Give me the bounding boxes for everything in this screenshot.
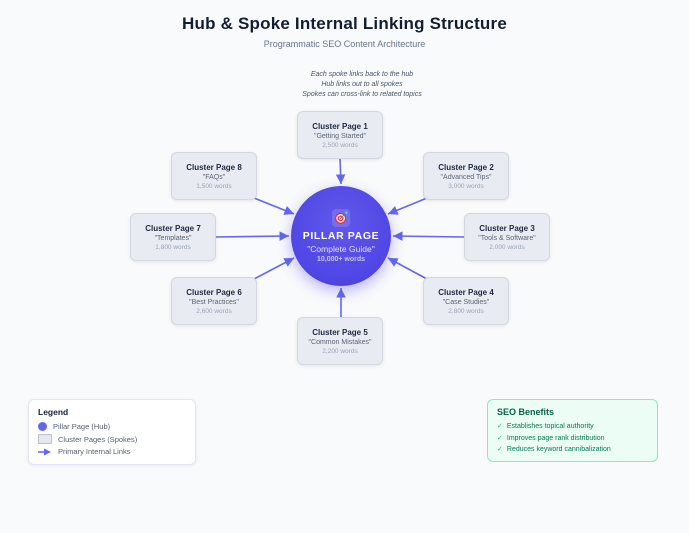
legend-label: Cluster Pages (Spokes)	[58, 434, 138, 444]
legend-panel: Legend Pillar Page (Hub) Cluster Pages (…	[28, 399, 196, 465]
cluster-topic: "Templates"	[154, 234, 192, 242]
arrow-cluster1-to-hub	[335, 157, 346, 185]
benefit-label: Establishes topical authority	[506, 423, 594, 430]
legend-title: Legend	[38, 407, 69, 417]
benefit-item: ✓ Establishes topical authority	[497, 422, 648, 430]
cluster-title: Cluster Page 1	[312, 121, 368, 131]
check-icon: ✓	[497, 434, 503, 442]
cluster-topic: "Getting Started"	[313, 132, 367, 140]
cluster-box-2: Cluster Page 2 "Advanced Tips" 3,000 wor…	[423, 152, 509, 200]
benefit-label: Reduces keyword cannibalization	[506, 446, 611, 453]
cluster-box-8: Cluster Page 8 "FAQs" 1,500 words	[171, 152, 257, 200]
arrow-cluster7-to-hub	[215, 231, 290, 241]
benefits-title: SEO Benefits	[497, 407, 555, 417]
arrow-cluster2-to-hub	[387, 197, 428, 215]
note-line: Each spoke links back to the hub	[310, 71, 414, 78]
cluster-topic: "Best Practices"	[189, 298, 239, 306]
arrow-cluster3-to-hub	[392, 231, 465, 241]
arrow-cluster6-to-hub	[253, 257, 295, 280]
note-line: Hub links out to all spokes	[321, 81, 403, 89]
cluster-box-1: Cluster Page 1 "Getting Started" 2,500 w…	[297, 111, 383, 159]
legend-label: Primary Internal Links	[58, 447, 131, 456]
cluster-box-3: Cluster Page 3 "Tools & Software" 2,000 …	[464, 213, 550, 261]
cluster-title: Cluster Page 2	[438, 162, 494, 172]
legend-item-cluster: Cluster Pages (Spokes)	[38, 434, 186, 444]
hub-title: PILLAR PAGE	[302, 230, 380, 242]
pillar-page-hub: PILLAR PAGE "Complete Guide" 10,000+ wor…	[291, 186, 391, 286]
cluster-topic: "FAQs"	[202, 173, 226, 181]
cluster-rect-swatch	[38, 434, 52, 444]
legend-item-links: Primary Internal Links	[38, 447, 186, 456]
cluster-wordcount: 1,500 words	[196, 182, 232, 190]
cluster-wordcount: 2,600 words	[196, 307, 232, 315]
cluster-wordcount: 2,000 words	[489, 243, 525, 251]
cluster-wordcount: 3,000 words	[448, 182, 484, 190]
cluster-topic: "Common Mistakes"	[308, 338, 372, 346]
cluster-title: Cluster Page 6	[186, 287, 242, 297]
arrow-cluster4-to-hub	[387, 257, 428, 280]
header: Hub & Spoke Internal Linking Structure P…	[0, 14, 689, 49]
legend-item-pillar: Pillar Page (Hub)	[38, 422, 186, 431]
arrow-cluster8-to-hub	[253, 197, 295, 215]
cluster-wordcount: 2,800 words	[448, 307, 484, 315]
cluster-box-5: Cluster Page 5 "Common Mistakes" 2,200 w…	[297, 317, 383, 365]
cluster-wordcount: 2,500 words	[322, 141, 358, 149]
cluster-title: Cluster Page 3	[479, 223, 535, 233]
cluster-title: Cluster Page 5	[312, 327, 368, 337]
cluster-title: Cluster Page 7	[145, 223, 201, 233]
hub-wordcount: 10,000+ words	[316, 256, 366, 263]
benefit-label: Improves page rank distribution	[506, 434, 605, 442]
cluster-wordcount: 2,200 words	[322, 347, 358, 355]
cluster-box-4: Cluster Page 4 "Case Studies" 2,800 word…	[423, 277, 509, 325]
cluster-wordcount: 1,800 words	[155, 243, 191, 251]
pillar-circle-swatch	[38, 422, 47, 431]
benefit-item: ✓ Reduces keyword cannibalization	[497, 445, 648, 453]
cluster-title: Cluster Page 4	[438, 287, 494, 297]
target-icon	[332, 209, 350, 227]
hub-topic: "Complete Guide"	[307, 244, 375, 254]
cluster-box-7: Cluster Page 7 "Templates" 1,800 words	[130, 213, 216, 261]
benefit-item: ✓ Improves page rank distribution	[497, 434, 648, 442]
link-arrow-swatch	[38, 448, 52, 456]
diagram-notes: Each spoke links back to the hub Hub lin…	[262, 70, 462, 100]
check-icon: ✓	[497, 446, 503, 453]
cluster-topic: "Tools & Software"	[478, 234, 536, 242]
cluster-topic: "Case Studies"	[442, 298, 490, 306]
seo-benefits-panel: SEO Benefits ✓ Establishes topical autho…	[487, 399, 658, 462]
cluster-box-6: Cluster Page 6 "Best Practices" 2,600 wo…	[171, 277, 257, 325]
page-subtitle: Programmatic SEO Content Architecture	[263, 39, 426, 49]
cluster-title: Cluster Page 8	[186, 162, 242, 172]
legend-label: Pillar Page (Hub)	[53, 422, 111, 431]
check-icon: ✓	[497, 423, 503, 430]
note-line: Spokes can cross-link to related topics	[302, 91, 422, 99]
page-title: Hub & Spoke Internal Linking Structure	[182, 14, 507, 33]
cluster-topic: "Advanced Tips"	[440, 173, 492, 181]
